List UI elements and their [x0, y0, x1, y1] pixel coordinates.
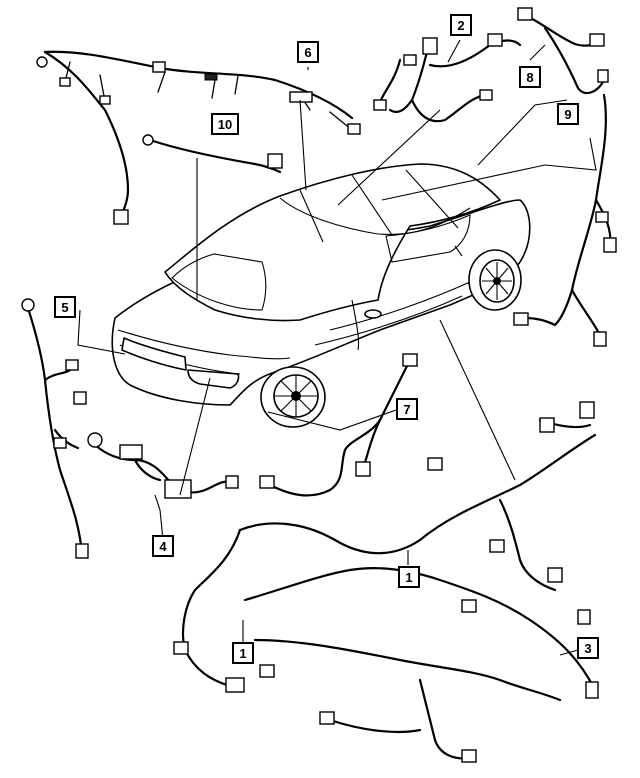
callout-6: 6	[297, 41, 319, 63]
harness-6-roof-wiring	[36, 50, 361, 225]
harness-2-wiring	[373, 33, 522, 123]
convertible-car-illustration	[111, 163, 531, 428]
callout-1-upper: 1	[398, 566, 420, 588]
callout-4: 4	[152, 535, 174, 557]
harness-9-wiring	[513, 93, 617, 347]
leader-lines	[77, 39, 597, 656]
harness-10-cable	[142, 134, 283, 174]
callout-9: 9	[557, 103, 579, 125]
harness-1-main-wiring	[173, 401, 599, 763]
callout-5: 5	[54, 296, 76, 318]
rear-wheel	[260, 366, 326, 428]
harness-4-wiring	[87, 432, 239, 499]
harness-7-wiring	[259, 353, 418, 497]
callout-8: 8	[519, 66, 541, 88]
callout-1-lower: 1	[232, 642, 254, 664]
callout-2: 2	[450, 14, 472, 36]
harness-8-wiring	[517, 7, 609, 95]
callout-3: 3	[577, 637, 599, 659]
harness-5-wiring	[21, 298, 89, 559]
callout-7: 7	[396, 398, 418, 420]
callout-10: 10	[211, 113, 239, 135]
front-wheel	[468, 249, 522, 311]
